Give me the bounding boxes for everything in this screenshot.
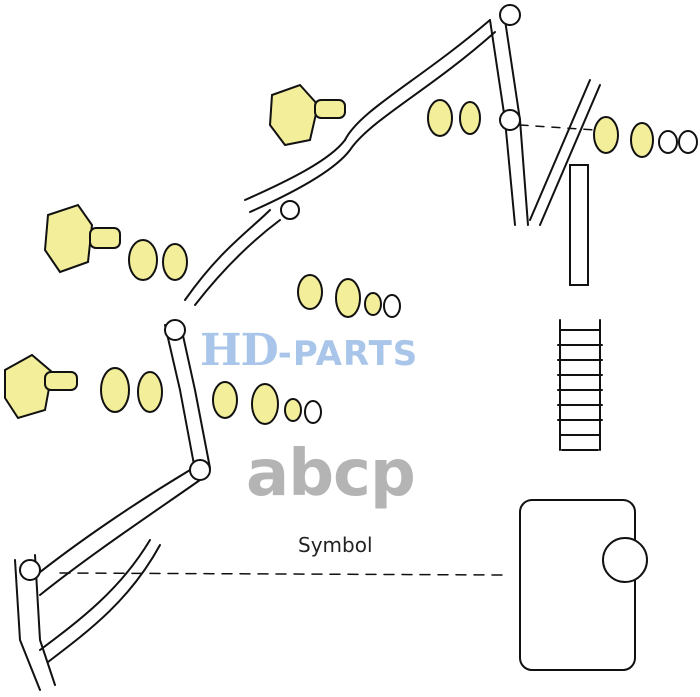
middle-link (184, 209, 281, 306)
knuckle-flange-lower (4, 353, 54, 420)
lower-tie-rod (39, 539, 161, 663)
upper-tie-rod (344, 19, 496, 151)
bushing-lower-1 (100, 367, 130, 413)
bushing-arm-1 (297, 274, 323, 310)
pitman-arm-lower (14, 554, 56, 691)
watermark-hd-text: HD (200, 325, 279, 376)
abcp-watermark: abcp (246, 437, 416, 511)
bushing-right-2 (630, 122, 654, 158)
nut-right-1 (658, 130, 678, 154)
tie-rod-right (529, 79, 601, 226)
nut-arm-2 (383, 294, 401, 318)
symbol-label: Symbol (298, 533, 373, 557)
spindle-middle (89, 227, 121, 249)
nut-arm-1 (364, 292, 382, 316)
steering-gearbox (519, 499, 636, 671)
center-link (244, 139, 351, 213)
steering-shaft (569, 164, 589, 286)
gearbox-cover (602, 537, 648, 583)
idler-joint-lower (189, 459, 211, 481)
bushing-upper-1 (427, 99, 453, 137)
nut-right-2 (678, 130, 698, 154)
dashed-leader-lower (59, 572, 506, 576)
spindle-lower (44, 371, 78, 391)
hd-parts-watermark: HD-PARTS (200, 325, 418, 376)
bushing-lower-2 (137, 371, 163, 413)
knuckle-flange-upper (268, 83, 320, 147)
idler-pivot-upper (499, 109, 521, 131)
watermark-parts-text: -PARTS (277, 334, 419, 374)
spindle-upper (314, 99, 346, 119)
center-link-joint (280, 200, 300, 220)
lower-drag-link (29, 469, 201, 596)
steering-bellows (557, 319, 603, 451)
idler-joint-middle (164, 319, 186, 341)
pitman-joint (19, 559, 41, 581)
nut-lower-1 (284, 398, 302, 422)
dashed-leader-upper (519, 124, 596, 131)
nut-lower-2 (304, 400, 322, 424)
bushing-arm-2 (335, 278, 361, 318)
ball-joint-top (499, 4, 521, 26)
idler-arm-middle (164, 321, 211, 471)
bushing-lower-3 (212, 381, 238, 419)
bushing-upper-2 (459, 101, 481, 135)
bushing-middle-1 (128, 239, 158, 281)
bushing-middle-2 (162, 243, 188, 281)
bushing-right-1 (593, 116, 619, 154)
knuckle-flange-middle (43, 203, 94, 274)
bushing-lower-4 (251, 383, 279, 425)
